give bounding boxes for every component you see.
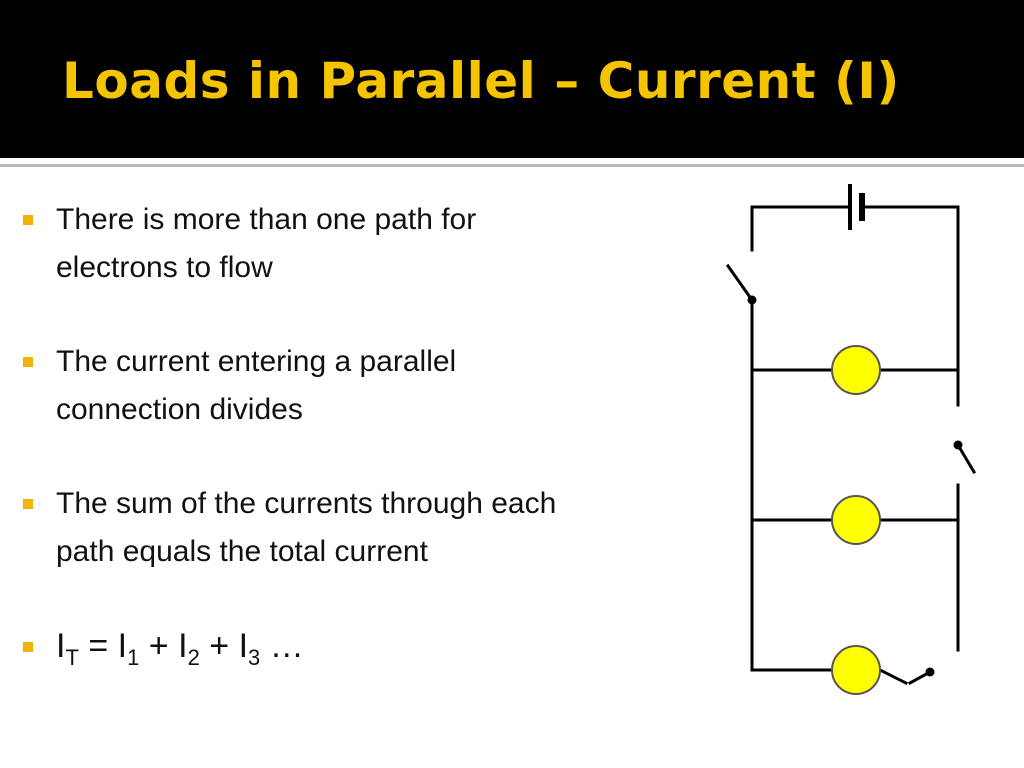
bullet-line: connection divides xyxy=(56,393,303,426)
title-divider-gray xyxy=(0,164,1024,167)
switch-icon xyxy=(953,440,977,475)
bullet-marker-icon xyxy=(23,215,33,225)
formula-term-1-sub: 1 xyxy=(127,645,140,670)
switch-icon xyxy=(907,667,935,686)
formula-term-3: I xyxy=(238,627,249,665)
bullet-marker-icon xyxy=(23,357,33,367)
bulb-icon xyxy=(831,645,881,695)
formula-term-1: I xyxy=(117,627,128,665)
bullet-list: There is more than one path for electron… xyxy=(20,196,700,682)
bullet-line: The sum of the currents through each xyxy=(56,487,557,520)
bulb-icon xyxy=(831,495,881,545)
bullet-line: There is more than one path for xyxy=(56,203,477,236)
bullet-line: electrons to flow xyxy=(56,251,273,284)
bullet-item: There is more than one path for electron… xyxy=(20,196,700,292)
bulb-icon xyxy=(831,345,881,395)
bullet-item: The sum of the currents through each pat… xyxy=(20,480,700,576)
bullet-line: The current entering a parallel xyxy=(56,345,457,378)
formula-equals: = xyxy=(78,627,118,665)
formula-term-2: I xyxy=(178,627,188,665)
formula-total-sub: T xyxy=(65,645,79,670)
bullet-marker-icon xyxy=(23,499,33,509)
formula-plus: + xyxy=(139,627,179,665)
title-bar: Loads in Parallel – Current (I) xyxy=(0,0,1024,158)
formula-term-3-sub: 3 xyxy=(248,645,261,670)
formula-plus: + xyxy=(199,627,239,665)
formula-term-2-sub: 2 xyxy=(187,645,200,670)
bullet-marker-icon xyxy=(23,642,33,652)
slide-title: Loads in Parallel – Current (I) xyxy=(62,52,900,110)
current-formula: IT = I1 + I2 + I3 … xyxy=(20,622,700,682)
title-divider-white xyxy=(0,158,1024,164)
bullet-line: path equals the total current xyxy=(56,535,428,568)
branch-3-wire-right xyxy=(877,667,909,686)
parallel-circuit-diagram xyxy=(725,184,977,695)
bullet-item: The current entering a parallel connecti… xyxy=(20,338,700,434)
formula-ellipsis: … xyxy=(260,627,304,665)
switch-icon xyxy=(725,263,757,305)
formula-total: I xyxy=(56,627,66,665)
battery-icon xyxy=(848,184,865,230)
